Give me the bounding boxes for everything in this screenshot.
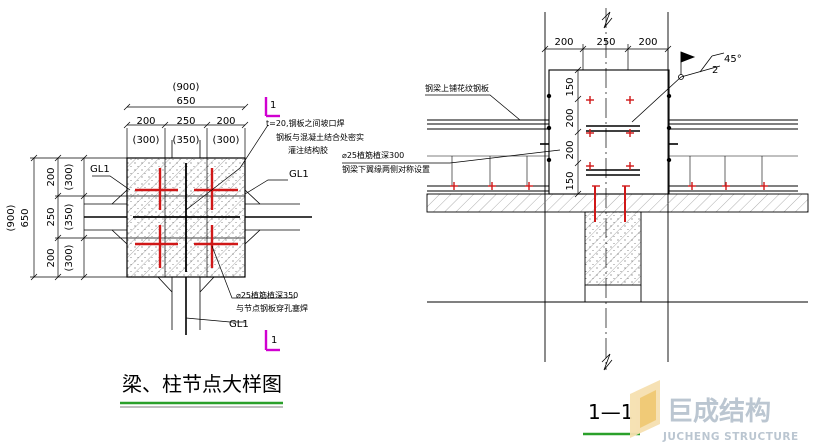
left-side-dim-paren-2: (350) [64, 203, 75, 230]
left-side-dim-3: 200 [46, 248, 57, 267]
plate-note-2: 钢板与混凝土结合处密实 [276, 132, 364, 142]
section-mark-top-label: 1 [270, 100, 276, 111]
weld-size-label: 2 [712, 65, 718, 76]
right-side-dim-2: 200 [565, 108, 576, 127]
right-rebar-note-2: 钢梁下翼缘两侧对称设置 [342, 164, 430, 174]
left-top-dim-paren-3: (300) [213, 135, 240, 146]
gl1-right-label: GL1 [289, 169, 309, 180]
watermark: 巨成结构 JUCHENG STRUCTURE [630, 380, 799, 443]
watermark-sub: JUCHENG STRUCTURE [662, 431, 799, 443]
drop-beam-fill [585, 212, 641, 285]
left-top-dim-paren-1: (300) [133, 135, 160, 146]
right-top-dim-3: 200 [638, 37, 657, 48]
right-top-dim-1: 200 [554, 37, 573, 48]
plate-note-1: t=20,钢板之间坡口焊 [266, 118, 345, 128]
left-side-dim-2: 250 [46, 207, 57, 226]
gl1-bottom-label: GL1 [229, 319, 249, 330]
right-top-dimensions [541, 44, 672, 70]
left-top-dim-outer: (900) [173, 82, 200, 93]
rebar-note-1: ⌀25植筋植深350 [236, 290, 298, 300]
floor-slab [426, 193, 809, 213]
right-side-dim-1: 150 [565, 77, 576, 96]
rebar-note-2: 与节点钢板穿孔塞焊 [236, 303, 308, 313]
jacket-rebar-marks [450, 96, 768, 222]
weld-angle-label: 45° [724, 54, 742, 65]
jacket-plates [540, 125, 678, 176]
left-top-dim-3: 200 [216, 116, 235, 127]
right-rebar-note-1: ⌀25植筋植深300 [342, 150, 404, 160]
left-side-dim-paren-3: (300) [64, 244, 75, 271]
section-mark-bottom: 1 [264, 330, 280, 352]
left-top-dim-mid: 650 [176, 96, 195, 107]
plate-note-3: 灌注结构胶 [288, 145, 328, 155]
left-side-dim-outer: (900) [6, 204, 17, 231]
weld-symbol [631, 51, 725, 123]
section-mark-top: 1 [264, 97, 280, 118]
right-side-dimensions [574, 66, 582, 198]
left-top-dim-2: 250 [176, 116, 195, 127]
watermark-name: 巨成结构 [667, 397, 771, 427]
deck-note: 钢梁上铺花纹钢板 [425, 83, 489, 93]
section-title: 1—1 [588, 400, 633, 424]
right-side-dim-4: 150 [565, 171, 576, 190]
left-top-dim-1: 200 [136, 116, 155, 127]
section-mark-bottom-label: 1 [271, 335, 277, 346]
left-top-dimensions [123, 103, 249, 158]
column-outline [544, 8, 669, 371]
left-top-dim-paren-2: (350) [173, 135, 200, 146]
right-leaders [342, 94, 561, 164]
right-section-detail: 200 250 200 150 200 200 150 [342, 8, 809, 436]
gl1-left-label: GL1 [90, 164, 110, 175]
steel-plates [127, 158, 245, 277]
right-top-dim-2: 250 [596, 37, 615, 48]
drawing-title: 梁、柱节点大样图 [122, 372, 282, 396]
gl1-vertical-top-stub [171, 140, 201, 158]
lower-column-lines [427, 285, 808, 303]
jacket-anchor-bolts [546, 93, 672, 163]
left-plan-detail: (900) 650 200 250 200 (300) (350) (300) [6, 82, 364, 408]
left-side-dim-paren-1: (300) [64, 163, 75, 190]
left-side-dim-mid: 650 [20, 208, 31, 227]
right-side-dim-3: 200 [565, 140, 576, 159]
left-leaders [92, 124, 295, 323]
gl1-vertical-beam [157, 276, 215, 335]
left-side-dim-1: 200 [46, 167, 57, 186]
left-side-dimensions [30, 154, 127, 281]
beam-stiffeners [451, 156, 763, 186]
gl1-horizontal-beam [84, 189, 312, 245]
